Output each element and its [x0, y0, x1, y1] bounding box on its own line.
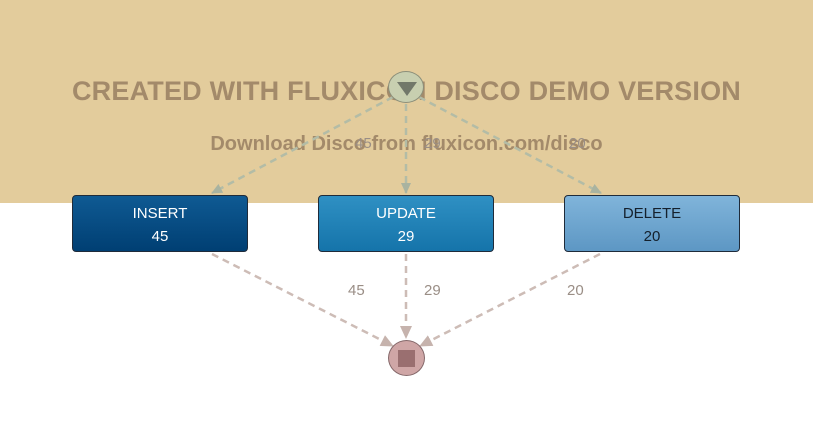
activity-count: 29 — [397, 228, 415, 245]
edge-label-update-end: 29 — [424, 282, 441, 299]
edge-label-start-insert: 45 — [355, 135, 372, 152]
edge-delete-end — [419, 252, 601, 348]
edge-label-delete-end: 20 — [567, 282, 584, 299]
edge-insert-end — [211, 252, 394, 348]
activity-count: 20 — [643, 228, 661, 245]
activity-count: 45 — [151, 228, 169, 245]
activity-name: INSERT — [132, 205, 188, 222]
edge-label-start-update: 29 — [424, 135, 441, 152]
play-down-icon — [397, 82, 417, 96]
activity-name: UPDATE — [376, 205, 436, 222]
edge-start-insert — [211, 95, 394, 195]
edge-start-delete — [418, 95, 602, 195]
edge-label-insert-end: 45 — [348, 282, 365, 299]
activity-name: DELETE — [622, 205, 682, 222]
activity-update[interactable]: UPDATE 29 — [318, 195, 494, 252]
activity-insert[interactable]: INSERT 45 — [72, 195, 248, 252]
start-node[interactable] — [388, 71, 424, 103]
edge-label-start-delete: 20 — [569, 135, 586, 152]
stop-icon — [398, 350, 415, 367]
activity-delete[interactable]: DELETE 20 — [564, 195, 740, 252]
end-node[interactable] — [388, 340, 425, 376]
